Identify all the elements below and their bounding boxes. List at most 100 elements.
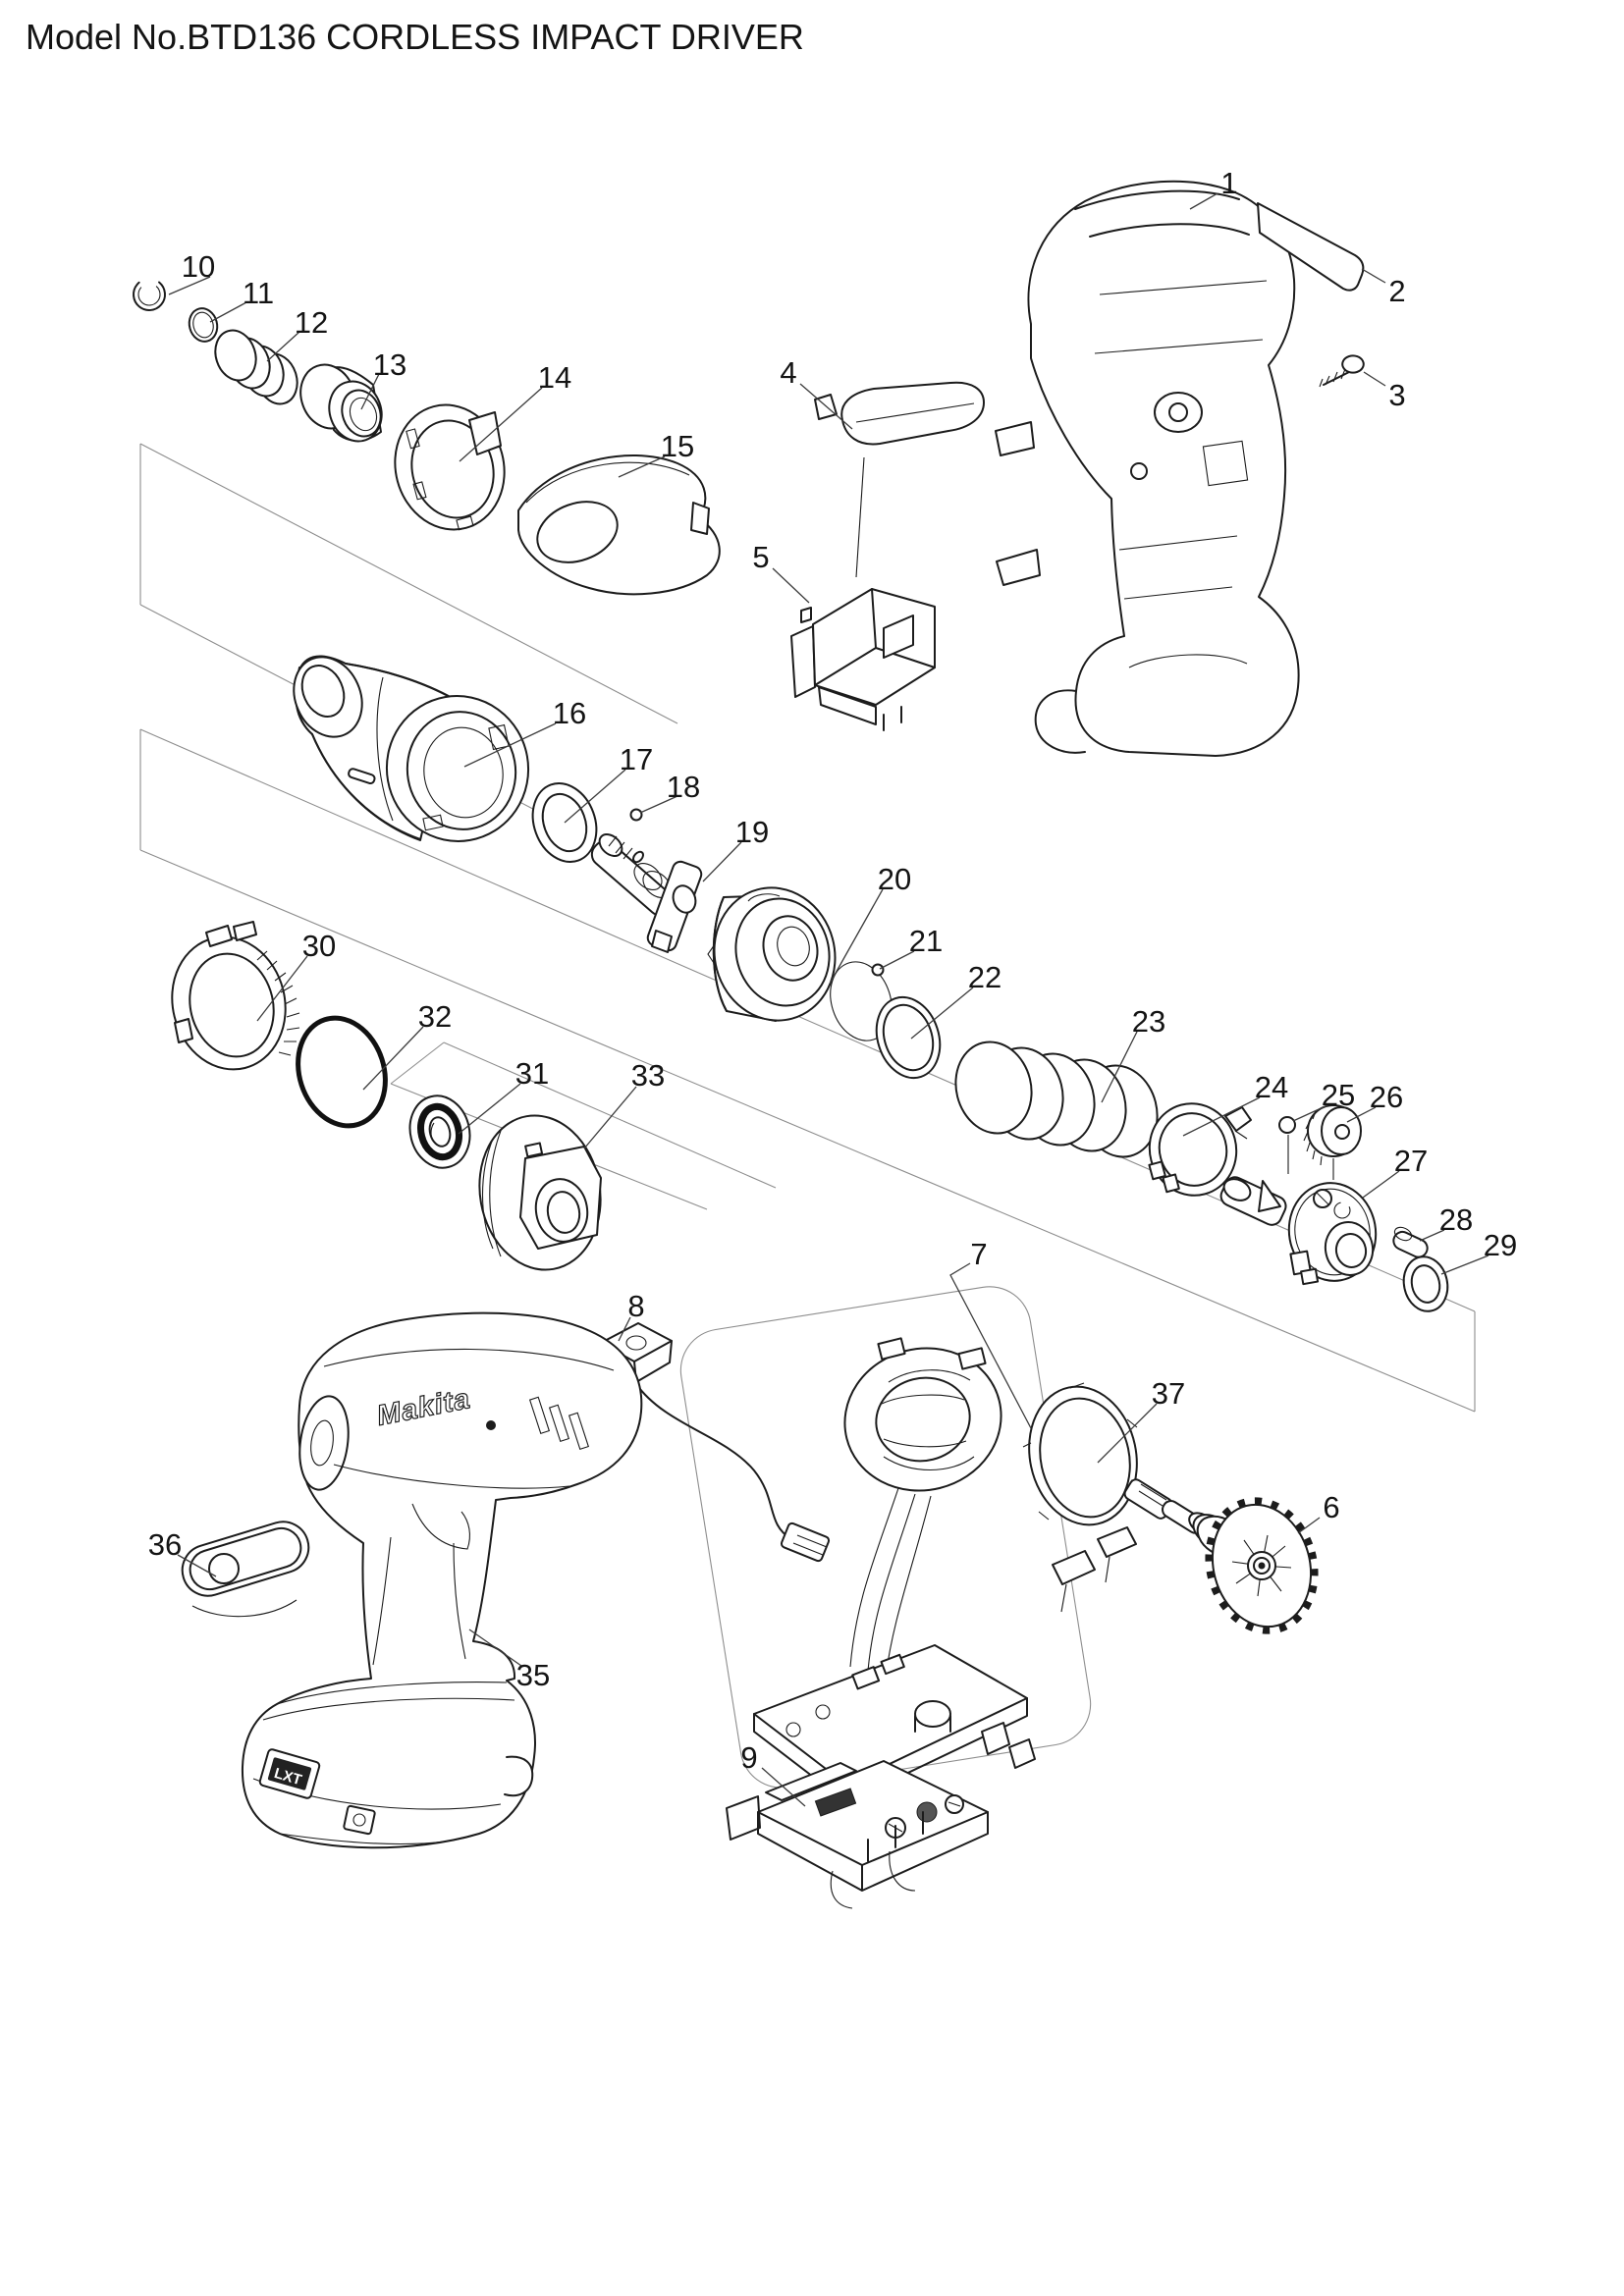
- part-label-22: 22: [968, 960, 1001, 994]
- part-33-case-cap: [478, 1114, 602, 1271]
- part-label-13: 13: [373, 347, 406, 382]
- part-label-4: 4: [780, 355, 796, 390]
- part-13-bushing: [299, 363, 383, 443]
- part-label-18: 18: [667, 770, 700, 804]
- part-9-terminal-block: [726, 1760, 989, 1909]
- part-37-lock-ring: [1022, 1382, 1142, 1526]
- part-label-21: 21: [909, 924, 943, 958]
- part-label-27: 27: [1394, 1144, 1428, 1178]
- leader-line-20: [829, 888, 884, 985]
- part-24-guide-washer: [1148, 1102, 1252, 1197]
- part-25-ball: [1278, 1116, 1296, 1174]
- leader-line-4: [799, 383, 853, 430]
- part-5-switch: [790, 588, 936, 731]
- part-16-hammer-case: [293, 655, 530, 842]
- part-18-ball: [629, 808, 643, 822]
- part-28-pin: [1392, 1226, 1429, 1258]
- part-31-bearing: [408, 1095, 471, 1169]
- part-label-16: 16: [553, 696, 586, 730]
- leader-line-32: [362, 1026, 424, 1091]
- leader-line-35: [468, 1629, 522, 1667]
- leader-line-5: [772, 567, 810, 604]
- part-label-9: 9: [740, 1740, 757, 1775]
- leader-lines: [168, 192, 1489, 1807]
- part-20-hammer: [707, 886, 837, 1022]
- part-label-7: 7: [970, 1237, 987, 1271]
- leader-line-31: [458, 1083, 521, 1135]
- part-label-14: 14: [538, 360, 571, 395]
- part-8-led-wire: [600, 1322, 831, 1563]
- part-27-spindle: [1219, 1176, 1378, 1286]
- part-14-retainer-ring: [394, 403, 506, 531]
- leader-line-13: [360, 373, 380, 410]
- leader-line-12: [266, 331, 300, 362]
- part-label-28: 28: [1439, 1202, 1473, 1237]
- part-12-spring: [214, 329, 298, 405]
- leader-line-14: [459, 387, 543, 462]
- part-32-o-ring: [296, 1015, 388, 1129]
- leader-line-1: [1189, 192, 1218, 210]
- part-label-26: 26: [1370, 1080, 1403, 1114]
- leader-line-37: [1097, 1403, 1158, 1464]
- part-label-37: 37: [1152, 1376, 1185, 1411]
- leader-line-9: [761, 1767, 806, 1807]
- leader-line-8: [618, 1316, 631, 1342]
- leader-line-6: [1297, 1517, 1321, 1534]
- part-label-2: 2: [1388, 274, 1405, 308]
- part-label-24: 24: [1255, 1070, 1288, 1104]
- part-15-case-cover: [517, 454, 721, 596]
- part-label-25: 25: [1322, 1078, 1355, 1112]
- leader-line-23: [1101, 1031, 1138, 1103]
- diagram-title: Model No.BTD136 CORDLESS IMPACT DRIVER: [26, 17, 804, 57]
- part-29-washer: [1402, 1255, 1449, 1312]
- leader-line-17: [564, 769, 626, 824]
- leader-line-19: [702, 841, 742, 882]
- leader-line-27: [1362, 1170, 1400, 1199]
- part-23-spring: [954, 1041, 1159, 1158]
- part-label-3: 3: [1388, 378, 1405, 412]
- part-label-12: 12: [295, 305, 328, 340]
- part-label-20: 20: [878, 862, 911, 896]
- leader-line-36: [177, 1554, 217, 1577]
- part-label-30: 30: [302, 929, 336, 963]
- part-label-8: 8: [627, 1289, 644, 1323]
- part-26-pinion-gear: [1303, 1104, 1362, 1180]
- part-label-11: 11: [243, 276, 274, 310]
- part-label-32: 32: [418, 999, 452, 1034]
- leader-line-11: [209, 301, 247, 323]
- part-label-23: 23: [1132, 1004, 1165, 1039]
- part-label-29: 29: [1484, 1228, 1517, 1262]
- leader-line-22: [910, 987, 974, 1040]
- part-label-35: 35: [516, 1658, 550, 1692]
- leader-line-25: [1292, 1104, 1328, 1122]
- part-36-grommet: [181, 1521, 310, 1618]
- part-label-19: 19: [735, 815, 769, 849]
- leader-line-21: [879, 950, 915, 970]
- leader-line-33: [583, 1086, 637, 1149]
- part-label-15: 15: [661, 429, 694, 463]
- leader-line-10: [168, 276, 211, 295]
- part-1-housing-half: [995, 180, 1300, 757]
- part-label-17: 17: [620, 742, 653, 776]
- part-22-ring: [875, 995, 942, 1080]
- leader-line-18: [639, 795, 678, 814]
- leader-line-15: [618, 455, 666, 478]
- part-label-1: 1: [1220, 166, 1237, 200]
- leader-line-7: [949, 1262, 1032, 1429]
- part-6-armature: [1123, 1478, 1319, 1634]
- part-21-ball-and-disc: [830, 961, 893, 1041]
- part-2-name-plate: [1257, 202, 1365, 292]
- leader-line-29: [1440, 1255, 1489, 1275]
- part-label-31: 31: [515, 1056, 549, 1091]
- part-label-10: 10: [182, 249, 215, 284]
- leader-line-16: [463, 722, 557, 768]
- part-label-33: 33: [631, 1058, 665, 1093]
- part-7-stator-assembly: [753, 1337, 1137, 1803]
- leader-line-26: [1346, 1106, 1377, 1123]
- part-11-ring: [188, 307, 219, 343]
- leader-line-30: [256, 955, 308, 1022]
- part-10-snap-ring: [133, 278, 166, 311]
